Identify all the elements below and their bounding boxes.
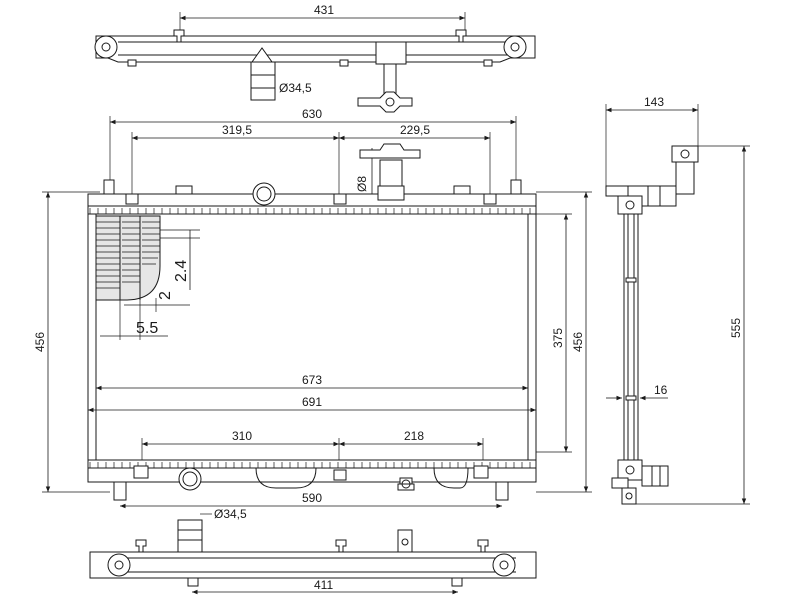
side-view: 143 16 555 <box>605 95 750 505</box>
dim-top-inlet-dia: Ø34,5 <box>279 81 312 95</box>
dim-inner-width: 673 <box>302 373 322 387</box>
dim-total-height-right: 456 <box>571 332 585 352</box>
dim-total-width: 691 <box>302 395 322 409</box>
lower-tank <box>87 459 537 483</box>
dim-bottom-width: 590 <box>302 491 322 505</box>
dim-core-width: 630 <box>302 107 322 121</box>
top-right-mount-icon <box>503 35 527 59</box>
dim-bottom-right-span: 218 <box>404 429 424 443</box>
bottom-tank-view: Ø34,5 411 <box>89 507 537 595</box>
dim-right-span: 229,5 <box>400 123 430 137</box>
dim-bottom-left-span: 310 <box>232 429 252 443</box>
filler-cap-icon <box>359 143 421 159</box>
top-cap-icon <box>357 91 413 113</box>
upper-tank <box>87 193 537 215</box>
dim-tube-pitch: 5.5 <box>136 320 158 337</box>
side-core <box>623 213 639 461</box>
top-tank-view: 431 Ø34,5 <box>94 3 536 113</box>
side-cap-icon <box>671 145 699 163</box>
dim-cap-dia: Ø8 <box>355 176 369 192</box>
dim-top-width: 431 <box>314 3 334 17</box>
upper-inlet-icon <box>252 182 276 206</box>
fin-detail: 2.4 2 5.5 <box>95 215 200 340</box>
lower-outlet-icon <box>178 467 202 491</box>
dim-fin-gap: 2 <box>157 291 174 300</box>
dim-side-depth: 143 <box>644 95 664 109</box>
bottom-outlet-pipe <box>177 519 203 555</box>
dim-bottom-tank-width: 411 <box>314 578 333 592</box>
dim-side-height: 555 <box>729 318 743 338</box>
drain-plug-icon <box>397 477 415 491</box>
dim-core-thickness: 16 <box>654 383 668 397</box>
top-inlet-pipe <box>250 61 276 101</box>
front-view: 630 319,5 229,5 Ø8 <box>33 107 592 509</box>
bottom-right-mount-icon <box>492 553 516 577</box>
top-left-mount-icon <box>94 35 118 59</box>
bottom-drain-icon <box>397 529 413 553</box>
dim-fin-pitch: 2.4 <box>173 260 190 282</box>
dim-total-height-left: 456 <box>33 332 47 352</box>
dim-core-height: 375 <box>551 328 565 348</box>
dim-left-span: 319,5 <box>222 123 252 137</box>
bottom-left-mount-icon <box>107 553 131 577</box>
dim-bottom-outlet-dia: Ø34,5 <box>214 507 247 521</box>
